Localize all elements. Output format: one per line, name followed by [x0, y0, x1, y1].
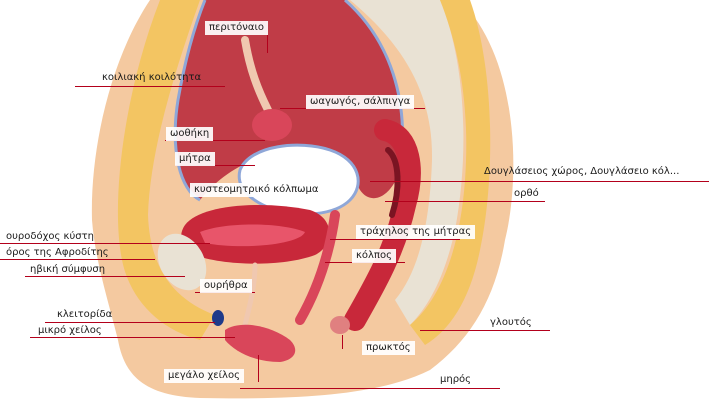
vagina-shape	[295, 210, 340, 325]
label-cervix: τράχηλος της μήτρας	[356, 225, 476, 239]
leader-peritoneum	[267, 35, 268, 53]
label-anus: πρωκτός	[362, 341, 415, 355]
labia-shape	[225, 324, 296, 362]
leader-mons	[0, 259, 155, 260]
label-abdominal-cavity: κοιλιακή κοιλότητα	[102, 72, 202, 83]
label-fallopian-tube: ωαγωγός, σάλπιγγα	[306, 95, 415, 109]
leader-thigh	[240, 388, 500, 389]
label-uterus: μήτρα	[175, 152, 215, 166]
leader-rectum	[385, 201, 545, 202]
leader-uterus	[175, 165, 255, 166]
label-ovary: ωοθήκη	[166, 127, 214, 141]
label-douglas: Δουγλάσειος χώρος, Δουγλάσειο κόλ...	[484, 166, 680, 177]
label-peritoneum: περιτόναιο	[205, 21, 268, 35]
anus-shape	[330, 316, 350, 334]
label-rectum: ορθό	[514, 188, 539, 199]
abdominal-cavity-area	[175, 0, 403, 200]
front-fat-layer	[117, 0, 215, 340]
label-pubic-symphysis: ηβική σύμφυση	[30, 264, 106, 275]
sacrum-bone	[350, 0, 464, 325]
leader-labia-minora	[30, 337, 235, 338]
leader-labia-majora	[258, 355, 259, 382]
rectum-inner	[385, 147, 401, 218]
ovary-shape	[252, 109, 292, 141]
leader-ovary	[165, 140, 265, 141]
bladder-inner	[200, 224, 305, 247]
leader-douglas	[370, 181, 709, 182]
label-gluteus: γλουτός	[490, 317, 532, 328]
label-bladder: ουροδόχος κύστη	[6, 231, 94, 242]
fallopian-tube-shape	[241, 36, 272, 114]
leader-gluteus	[420, 330, 550, 331]
label-vesicouterine: κυστεομητρικό κόλπωμα	[190, 183, 323, 197]
leader-cervix	[330, 239, 460, 240]
uterus-shape	[237, 143, 360, 216]
leader-pubic-symphysis	[25, 276, 185, 277]
label-clitoris: κλειτορίδα	[57, 309, 113, 320]
clitoris-shape	[212, 310, 224, 326]
label-labia-minora: μικρό χείλος	[38, 325, 102, 336]
rectum-shape	[344, 119, 421, 331]
leader-anus	[342, 335, 343, 349]
leader-clitoris	[45, 322, 215, 323]
label-labia-majora: μεγάλο χείλος	[164, 369, 244, 383]
sacrum-fat	[410, 0, 491, 345]
label-urethra: ουρήθρα	[200, 279, 252, 293]
label-mons: όρος της Αφροδίτης	[6, 247, 109, 258]
urethra-shape	[242, 262, 258, 328]
leader-abdominal-cavity	[75, 86, 225, 87]
leader-bladder	[0, 243, 210, 244]
label-vagina: κόλπος	[352, 249, 396, 263]
label-thigh: μηρός	[440, 374, 472, 385]
